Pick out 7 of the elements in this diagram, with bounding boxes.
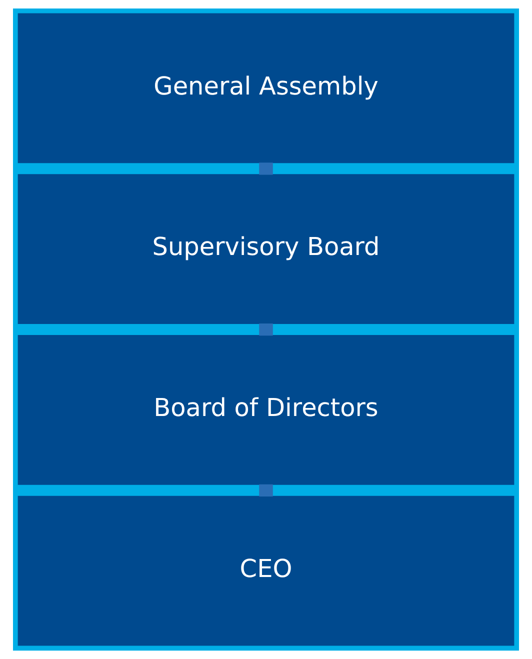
connector xyxy=(259,162,273,175)
node-box: CEO xyxy=(18,496,514,646)
connector xyxy=(259,484,273,497)
node-box: Supervisory Board xyxy=(18,174,514,324)
node-box: General Assembly xyxy=(18,13,514,164)
connector xyxy=(259,323,273,336)
node-box: Board of Directors xyxy=(18,335,514,485)
